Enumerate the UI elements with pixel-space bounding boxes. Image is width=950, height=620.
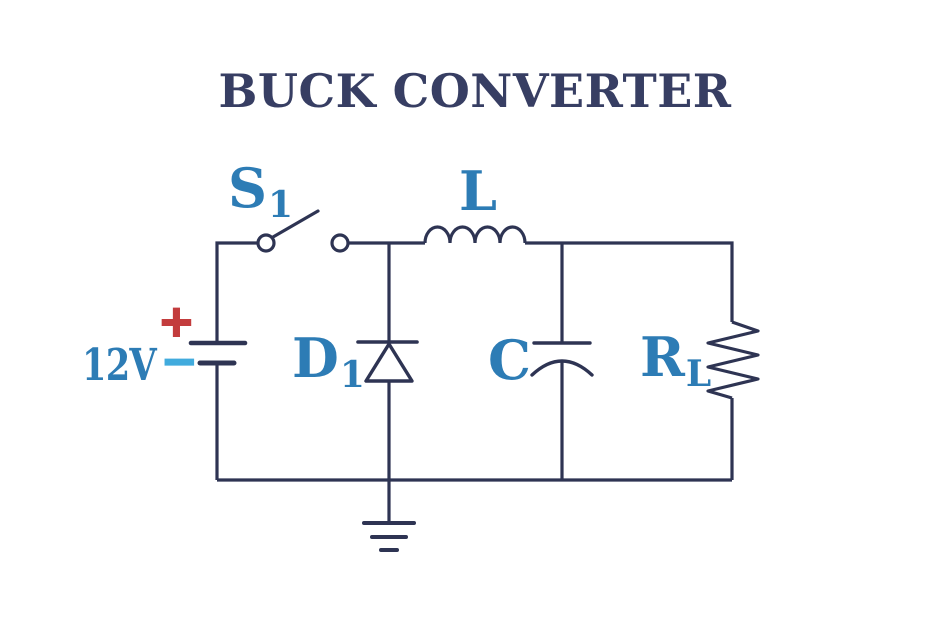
switch-label-main: S <box>228 156 267 220</box>
capacitor-label-main: C <box>488 328 531 392</box>
switch-label-subscript: 1 <box>268 184 294 226</box>
diode-label: D1 <box>292 331 365 393</box>
diode-triangle <box>364 342 414 383</box>
diode-symbol <box>356 340 419 383</box>
resistor-label-main: R <box>640 325 685 389</box>
switch-lever <box>271 209 320 239</box>
switch-label: S1 <box>228 161 293 223</box>
switch-symbol <box>256 209 350 253</box>
source-voltage-label: 12V <box>82 340 157 391</box>
wire-network <box>215 241 734 523</box>
resistor-label-subscript: L <box>685 353 712 395</box>
resistor-label: RL <box>640 330 711 392</box>
capacitor-curved-plate <box>530 359 594 377</box>
diode-label-subscript: 1 <box>339 354 365 396</box>
inductor-symbol <box>423 225 527 244</box>
diode-label-main: D <box>292 326 339 390</box>
switch-left-contact <box>256 233 276 253</box>
minus-sign: − <box>160 336 199 387</box>
resistor-symbol <box>706 320 760 400</box>
inductor-label-main: L <box>459 159 497 223</box>
wire-inductor-to-right <box>525 241 734 322</box>
ground-symbol <box>362 521 416 552</box>
capacitor-symbol <box>530 341 594 377</box>
diagram-title: BUCK CONVERTER <box>218 64 732 118</box>
switch-right-contact <box>330 233 350 253</box>
plus-sign: + <box>157 296 196 347</box>
battery-symbol <box>188 340 248 366</box>
wire-top-left <box>215 241 258 343</box>
inductor-label: L <box>459 164 497 218</box>
capacitor-label: C <box>488 333 531 387</box>
